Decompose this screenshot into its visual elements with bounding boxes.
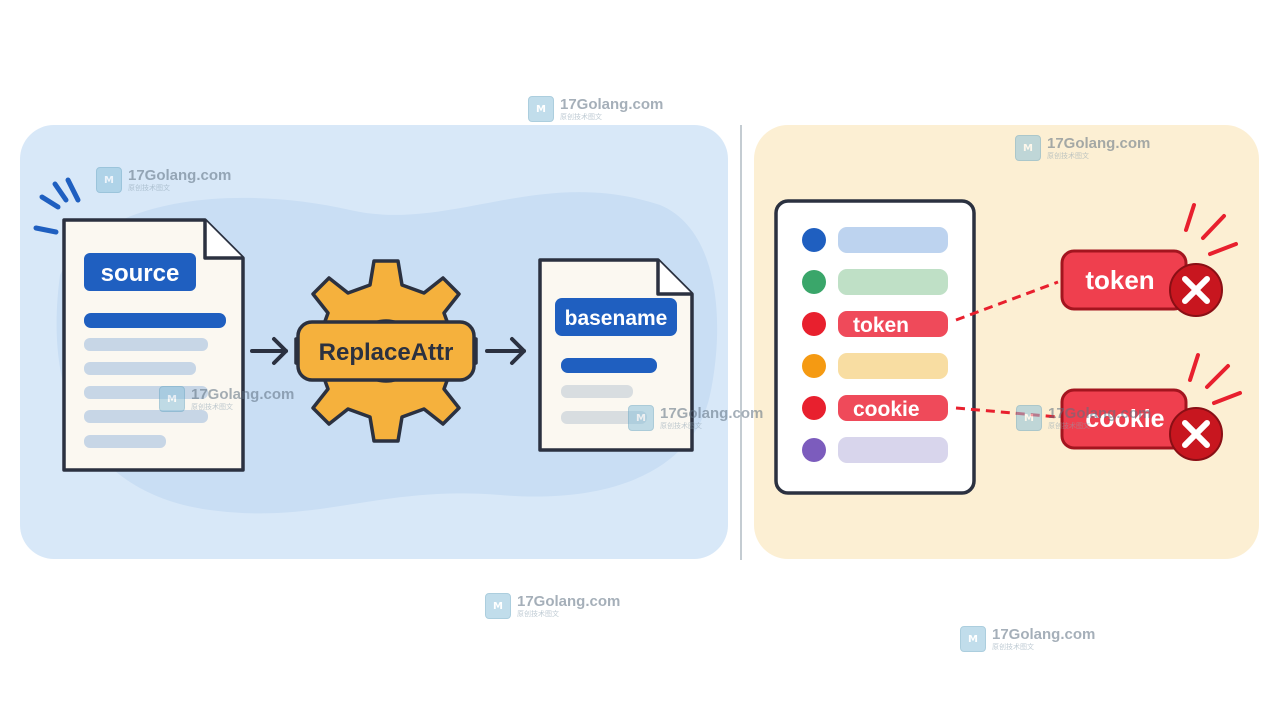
attribute-row (802, 227, 948, 253)
attribute-label: cookie (853, 398, 920, 421)
watermark-subtext: 原创技术图文 (1047, 152, 1089, 160)
output-label: basename (565, 307, 668, 330)
close-icon (1169, 263, 1223, 317)
attribute-label: token (853, 314, 909, 337)
source-label: source (101, 260, 180, 287)
divider (740, 125, 742, 560)
process-label: ReplaceAttr (319, 339, 454, 366)
arrow-right-icon (250, 337, 288, 365)
attribute-dot (802, 354, 826, 378)
watermark-logo-icon: M (528, 96, 554, 122)
watermark-subtext: 原创技术图文 (191, 403, 233, 411)
attribute-row: token (802, 311, 948, 337)
watermark-logo-icon: M (1016, 405, 1042, 431)
watermark-logo-icon: M (96, 167, 122, 193)
attribute-row (802, 437, 948, 463)
attribute-dot (802, 312, 826, 336)
attribute-list: token cookie (802, 227, 948, 463)
watermark-logo-icon: M (628, 405, 654, 431)
attribute-row (802, 353, 948, 379)
attribute-row: cookie (802, 395, 948, 421)
attribute-bar (838, 311, 948, 337)
token-connector (955, 280, 1059, 322)
attribute-dot (802, 270, 826, 294)
attribute-row (802, 269, 948, 295)
watermark-text: 17Golang.com (560, 95, 664, 113)
watermark-subtext: 原创技术图文 (128, 184, 170, 192)
attribute-bar (838, 353, 948, 379)
close-icon (1169, 407, 1223, 461)
watermark-logo-icon: M (1015, 135, 1041, 161)
watermark-logo-icon: M (960, 626, 986, 652)
removed-cookie-label: cookie (1085, 405, 1164, 433)
removed-token-label: token (1085, 265, 1154, 295)
arrow-right-icon (485, 337, 526, 365)
gear-icon (294, 259, 478, 443)
emphasis-icon (33, 177, 81, 235)
watermark-logo-icon: M (159, 386, 185, 412)
attribute-dot (802, 438, 826, 462)
source-document-icon (62, 218, 245, 472)
watermark-text: 17Golang.com (128, 166, 232, 184)
watermark-text: 17Golang.com (660, 404, 764, 422)
watermark-text: 17Golang.com (517, 592, 621, 610)
attribute-dot (802, 228, 826, 252)
attribute-dot (802, 396, 826, 420)
cookie-connector (955, 406, 1059, 419)
watermark-subtext: 原创技术图文 (517, 610, 559, 618)
attribute-bar (838, 269, 948, 295)
attribute-bar (838, 227, 948, 253)
attribute-bar (838, 437, 948, 463)
watermark-text: 17Golang.com (1048, 404, 1152, 422)
watermark-text: 17Golang.com (191, 385, 295, 403)
watermark-logo-icon: M (485, 593, 511, 619)
attribute-bar (838, 395, 948, 421)
watermark-subtext: 原创技术图文 (1048, 422, 1090, 430)
watermark-subtext: 原创技术图文 (660, 422, 702, 430)
watermark-text: 17Golang.com (1047, 134, 1151, 152)
watermark-subtext: 原创技术图文 (992, 643, 1034, 651)
watermark-subtext: 原创技术图文 (560, 113, 602, 121)
watermark-text: 17Golang.com (992, 625, 1096, 643)
output-document-icon (538, 258, 694, 452)
